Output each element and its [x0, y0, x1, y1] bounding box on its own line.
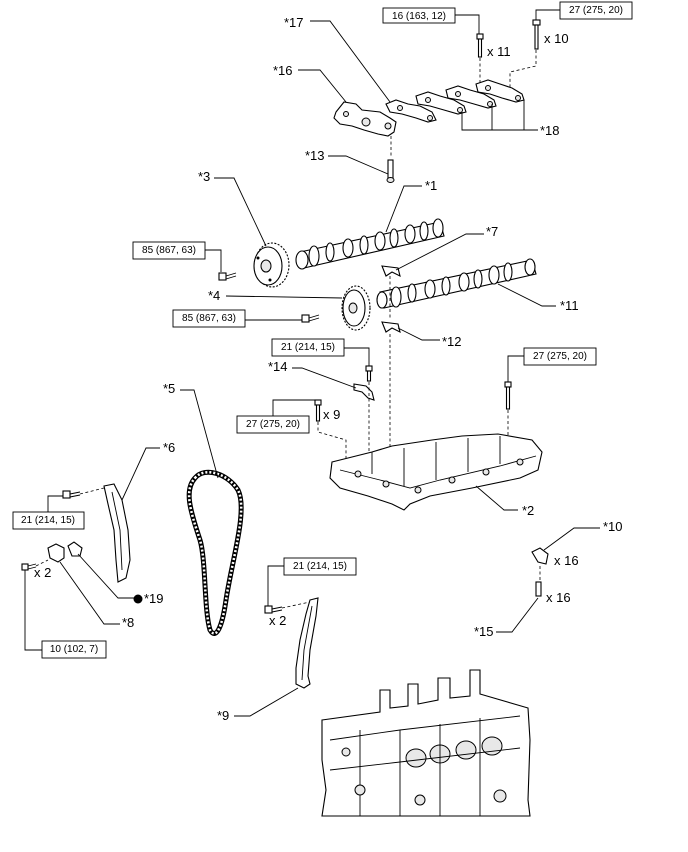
head-bolt-right	[504, 381, 512, 410]
qty-x9: x 9	[323, 407, 340, 422]
callout-9: *9	[217, 708, 229, 723]
callout-6: *6	[163, 440, 175, 455]
gear-bolt-a	[218, 272, 237, 281]
torque-t10-text: 10 (102, 7)	[50, 644, 98, 655]
bearing-7	[381, 265, 401, 278]
callout-12: *12	[442, 334, 462, 349]
bearing-cap-18a	[415, 91, 467, 115]
torque-t4-text: 85 (867, 63)	[182, 313, 236, 324]
bracket-14	[353, 383, 375, 401]
callout-14: *14	[268, 359, 288, 374]
callout-5: *5	[163, 381, 175, 396]
slipper-bolt	[62, 490, 81, 499]
torque-box-t9: 21 (214, 15)	[283, 557, 357, 576]
torque-t7-text: 27 (275, 20)	[246, 419, 300, 430]
camshaft-timing-gear-3	[253, 242, 290, 288]
torque-box-t1: 16 (163, 12)	[382, 7, 456, 24]
callout-3: *3	[198, 169, 210, 184]
torque-t8-text: 21 (214, 15)	[21, 515, 75, 526]
torque-box-t4: 85 (867, 63)	[172, 309, 246, 328]
torque-t9-text: 21 (214, 15)	[293, 561, 347, 572]
torque-box-t6: 27 (275, 20)	[523, 347, 597, 366]
bracket-bolt	[365, 365, 373, 382]
callout-19: *19	[144, 591, 164, 606]
torque-t5-text: 21 (214, 15)	[281, 342, 335, 353]
plug-10	[531, 547, 549, 565]
callout-11: *11	[560, 298, 579, 313]
cylinder-block	[321, 669, 531, 817]
torque-t1-text: 16 (163, 12)	[392, 11, 446, 22]
camshaft-11	[376, 258, 537, 309]
timing-chain-5	[186, 469, 244, 636]
torque-box-t10: 10 (102, 7)	[41, 640, 107, 659]
qty-x11: x 11	[487, 44, 511, 59]
torque-t2-text: 27 (275, 20)	[569, 5, 623, 16]
qty-x2-tensioner: x 2	[34, 565, 51, 580]
tensioner-slipper-6	[103, 483, 131, 583]
qty-x16-gasket: x 16	[546, 590, 571, 605]
cap-bolt-x10	[532, 19, 541, 50]
guide-bolt-x2	[264, 605, 283, 614]
torque-t6-text: 27 (275, 20)	[533, 351, 587, 362]
camshaft-housing-2	[329, 433, 543, 511]
torque-box-t3: 85 (867, 63)	[132, 241, 206, 260]
callout-16: *16	[273, 63, 293, 78]
torque-box-t7: 27 (275, 20)	[236, 415, 310, 434]
callout-1: *1	[425, 178, 437, 193]
gasket-15	[535, 581, 542, 597]
torque-box-t2: 27 (275, 20)	[559, 1, 633, 20]
chain-guide-9	[295, 597, 319, 689]
callout-7: *7	[486, 224, 498, 239]
camshaft-sprocket-4	[341, 285, 371, 331]
torque-t3-text: 85 (867, 63)	[142, 245, 196, 256]
callout-10: *10	[603, 519, 623, 534]
cap-bolt-x11	[476, 33, 484, 58]
chain-tensioner-8	[47, 541, 83, 563]
callout-4: *4	[208, 288, 220, 303]
head-bolt-x9	[314, 399, 322, 422]
bearing-cap-17	[385, 99, 437, 123]
qty-x10: x 10	[544, 31, 569, 46]
torque-box-t8: 21 (214, 15)	[12, 511, 85, 530]
bearing-12	[381, 321, 401, 334]
qty-x16-plug: x 16	[554, 553, 579, 568]
oil-control-valve-13	[386, 159, 395, 183]
sprocket-bolt-b	[301, 314, 320, 323]
callout-13: *13	[305, 148, 325, 163]
callout-18: *18	[540, 123, 560, 138]
camshaft-1	[295, 218, 445, 270]
bearing-cap-18b	[445, 85, 497, 109]
callout-2: *2	[522, 503, 534, 518]
bearing-cap-16	[333, 101, 397, 137]
torque-box-t5: 21 (214, 15)	[271, 338, 345, 357]
callout-8: *8	[122, 615, 134, 630]
callout-15: *15	[474, 624, 494, 639]
marker-dot	[133, 594, 143, 604]
callout-17: *17	[284, 15, 304, 30]
qty-x2-guide: x 2	[269, 613, 286, 628]
